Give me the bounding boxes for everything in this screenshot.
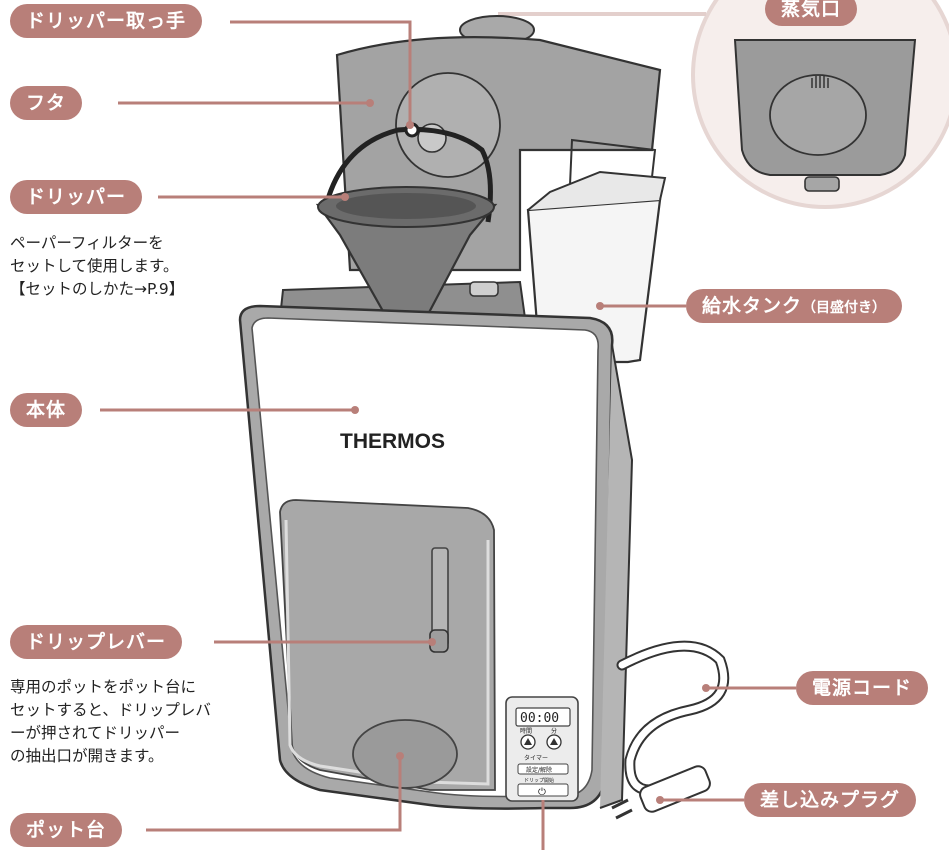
drip-label: ドリップ開始 [524,777,554,784]
note-dripper-line-1: ペーパーフィルターを [10,234,164,252]
label-dripper: ドリッパー [10,180,143,214]
timer-label: タイマー [524,754,548,762]
timer-display: 00:00 [520,711,559,726]
brand-logo: THERMOS [340,430,445,453]
power-icon: ⏻ [538,787,546,798]
label-power-cord: 電源コード [796,671,929,705]
label-dripper-handle: ドリッパー取っ手 [10,4,203,38]
minute-label: 分 [551,727,557,735]
hour-label: 時間 [520,727,532,735]
note-drip-lever: 専用のポットをポット台に セットすると、ドリップレバ ーが押されてドリッパー の… [10,676,211,768]
note-lever-line-4: の抽出口が開きます。 [10,747,164,765]
label-pot-stand: ポット台 [10,813,123,847]
main-body-part [238,304,634,810]
note-dripper-line-2: セットして使用します。 [10,257,179,275]
label-lid: フタ [10,86,83,120]
note-lever-line-2: セットすると、ドリップレバ [10,701,211,719]
set-cancel-label: 設定/解除 [526,766,552,774]
note-dripper: ペーパーフィルターを セットして使用します。 【セットのしかた→P.9】 [10,232,184,301]
note-lever-line-3: ーが押されてドリッパー [10,724,181,742]
steam-vent-icon [811,76,829,88]
label-water-tank-note: （目盛付き） [802,300,887,316]
label-steam-outlet: 蒸気口 [765,0,858,26]
label-water-tank-text: 給水タンク [702,295,803,317]
leader-lines [100,20,796,850]
label-body: 本体 [10,393,83,427]
note-lever-line-1: 専用のポットをポット台に [10,678,197,696]
dripper-part [315,122,499,322]
note-dripper-line-3: 【セットのしかた→P.9】 [10,280,185,298]
steam-outlet-zoom [691,0,949,209]
label-water-tank: 給水タンク（目盛付き） [686,289,903,323]
label-plug: 差し込みプラグ [744,783,917,817]
label-drip-lever: ドリップレバー [10,625,183,659]
